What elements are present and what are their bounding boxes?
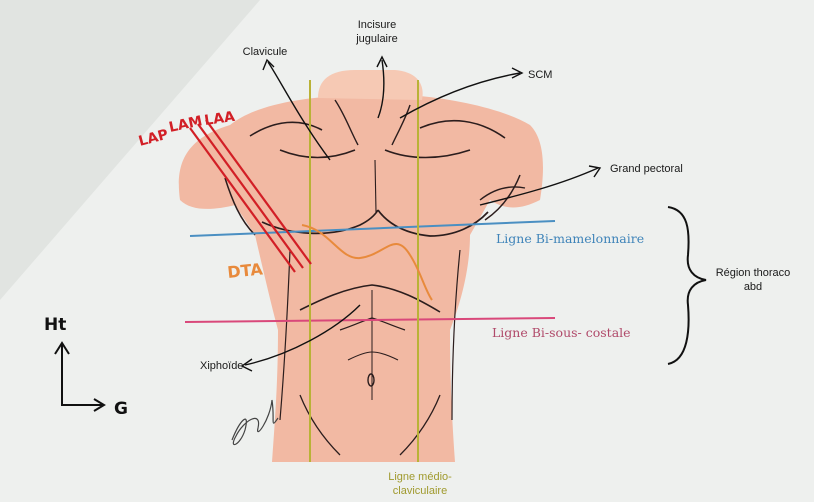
label-clavicule: Clavicule [243,46,288,58]
label-ligne-bi-sous-costale: Ligne Bi-sous- costale [492,325,631,340]
label-axis-left: G [114,399,128,419]
label-medio-line1: Ligne médio- [388,471,452,483]
label-dta: DTA [226,259,264,282]
neck [318,70,423,100]
label-incisure-line1: Incisure [358,19,397,31]
label-ligne-bi-mamelonnaire: Ligne Bi-mamelonnaire [496,231,644,246]
label-scm: SCM [528,69,552,81]
label-region-line2: abd [744,281,762,293]
label-axis-up: Ht [44,315,66,335]
label-incisure-line2: jugulaire [355,33,398,45]
label-grand-pectoral: Grand pectoral [610,163,683,175]
label-xiphoide: Xiphoïde [200,360,243,372]
label-medio-line2: claviculaire [393,485,447,497]
label-region-line1: Région thoraco [716,267,791,279]
